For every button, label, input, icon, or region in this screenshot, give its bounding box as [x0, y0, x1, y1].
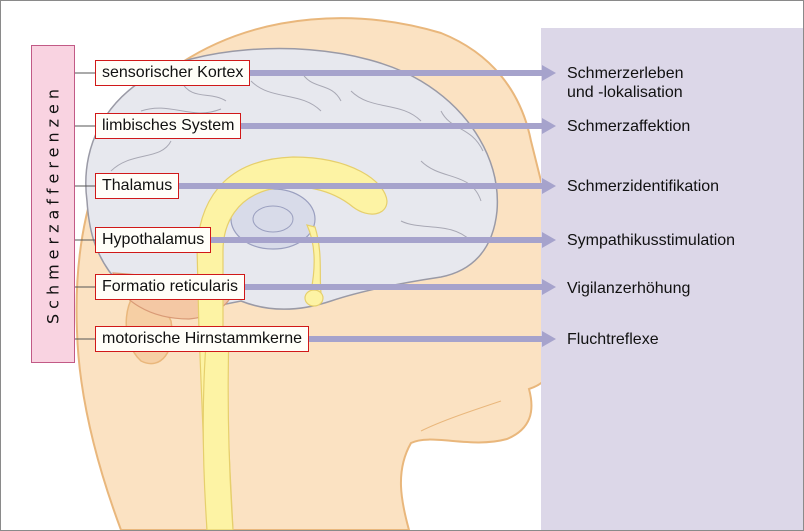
- arrow-shaft-2: [241, 123, 542, 129]
- source-box-limbisches-system: limbisches System: [95, 113, 241, 139]
- arrow-head-2: [542, 118, 556, 134]
- arrow-shaft-4: [211, 237, 542, 243]
- target-label-5: Vigilanzerhöhung: [567, 279, 690, 298]
- source-box-thalamus: Thalamus: [95, 173, 179, 199]
- target-label-3: Schmerzidentifikation: [567, 177, 719, 196]
- side-label-box: Schmerzafferenzen: [31, 45, 75, 363]
- arrow-shaft-3: [179, 183, 542, 189]
- target-line: Schmerzerleben: [567, 64, 684, 83]
- target-line: und -lokalisation: [567, 83, 684, 102]
- target-label-2: Schmerzaffektion: [567, 117, 690, 136]
- arrow-head-6: [542, 331, 556, 347]
- arrow-head-5: [542, 279, 556, 295]
- source-box-motorische-hirnstammkerne: motorische Hirnstammkerne: [95, 326, 309, 352]
- target-label-6: Fluchtreflexe: [567, 330, 659, 349]
- target-line: Fluchtreflexe: [567, 330, 659, 349]
- arrow-shaft-5: [245, 284, 542, 290]
- source-box-sensorischer-kortex: sensorischer Kortex: [95, 60, 250, 86]
- target-line: Vigilanzerhöhung: [567, 279, 690, 298]
- arrow-shaft-6: [309, 336, 542, 342]
- arrow-head-4: [542, 232, 556, 248]
- side-label-text: Schmerzafferenzen: [44, 84, 63, 324]
- arrow-head-3: [542, 178, 556, 194]
- arrow-shaft-1: [250, 70, 542, 76]
- target-line: Schmerzidentifikation: [567, 177, 719, 196]
- target-line: Sympathikusstimulation: [567, 231, 735, 250]
- source-box-hypothalamus: Hypothalamus: [95, 227, 211, 253]
- arrow-head-1: [542, 65, 556, 81]
- target-label-4: Sympathikusstimulation: [567, 231, 735, 250]
- source-box-formatio-reticularis: Formatio reticularis: [95, 274, 245, 300]
- target-line: Schmerzaffektion: [567, 117, 690, 136]
